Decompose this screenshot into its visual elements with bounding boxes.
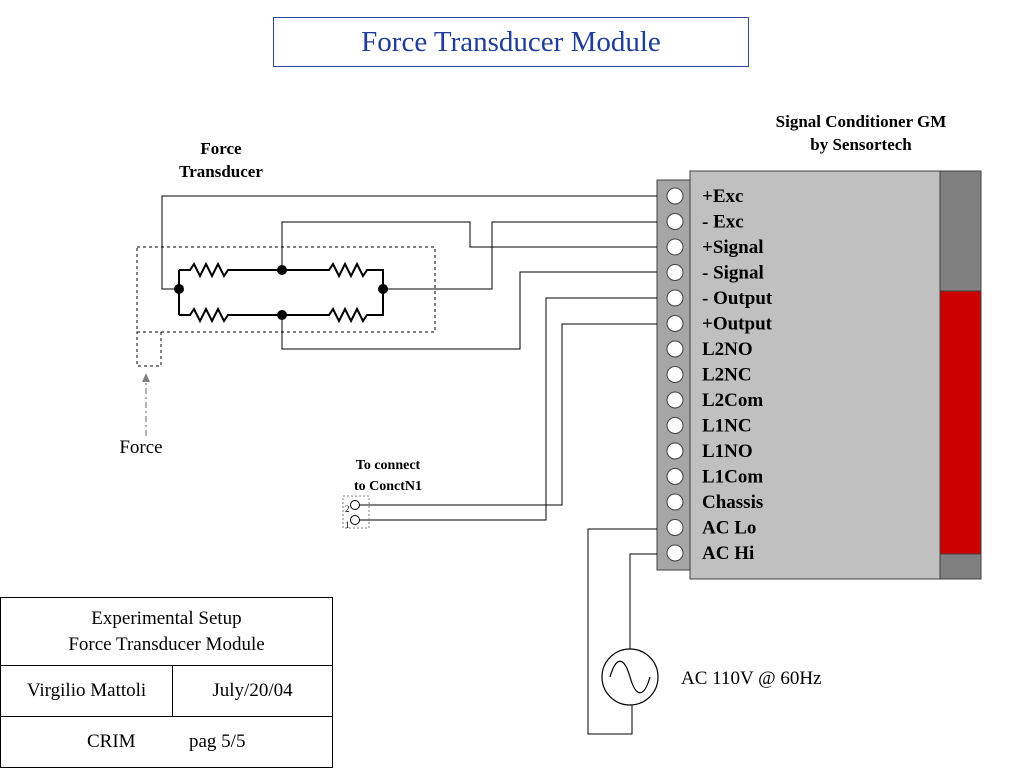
transducer-label-line1: Force — [200, 139, 242, 158]
info-line2: Force Transducer Module — [68, 633, 265, 655]
resistor-top-right — [282, 261, 384, 289]
info-org: CRIM — [87, 731, 136, 752]
info-block-footer-row: CRIM pag 5/5 — [1, 717, 332, 767]
info-block: Experimental Setup Force Transducer Modu… — [0, 597, 333, 768]
force-arrow — [142, 373, 150, 436]
wires — [161, 195, 657, 735]
terminal-screw — [666, 264, 684, 281]
terminal-label: L2NC — [702, 365, 752, 386]
info-date: July/20/04 — [212, 680, 293, 701]
terminal-label: +Output — [702, 314, 773, 335]
terminal-label: +Exc — [702, 186, 743, 207]
transducer-housing — [136, 246, 436, 367]
strain-gauge-bridge — [178, 261, 384, 324]
terminal-screw — [666, 493, 684, 511]
connector-label-line2: to ConctN1 — [354, 479, 422, 494]
connector-label-line1: To connect — [356, 458, 421, 473]
connector-pin-1 — [350, 515, 360, 525]
info-block-title: Experimental Setup Force Transducer Modu… — [1, 598, 332, 666]
info-page: pag 5/5 — [189, 731, 246, 752]
terminal-label: +Signal — [702, 237, 764, 258]
terminal-label: Chassis — [702, 492, 763, 513]
wire-minus-output — [357, 297, 657, 521]
terminal-screw — [666, 544, 684, 562]
terminal-screw — [666, 289, 684, 307]
wire-minus-exc — [281, 221, 657, 270]
connector-conctn1: 2 1 — [342, 495, 370, 530]
resistor-bottom-left — [179, 306, 282, 324]
terminal-screw — [666, 366, 684, 383]
force-label: Force — [119, 437, 162, 458]
conditioner-title-line2: by Sensortech — [810, 135, 912, 154]
wire-plus-signal — [383, 221, 657, 290]
force-pad — [136, 331, 162, 367]
transducer-label-line2: Transducer — [179, 162, 263, 181]
resistor-bottom-right — [282, 289, 384, 324]
wire-minus-signal — [281, 271, 657, 350]
connector-pin-1-label: 1 — [345, 520, 350, 530]
conditioner-title-line1: Signal Conditioner GM — [776, 112, 947, 131]
terminal-label: - Exc — [702, 212, 744, 233]
wire-ac-lo — [587, 528, 657, 735]
info-block-author-row: Virgilio Mattoli July/20/04 — [1, 666, 332, 717]
ac-source — [601, 648, 659, 706]
terminal-screw — [666, 391, 684, 409]
conditioner-side-gray-top — [939, 170, 982, 292]
terminal-screw — [666, 315, 684, 332]
signal-conditioner: +Exc - Exc +Signal - Signal - Output +OutputL… — [656, 170, 982, 580]
terminal-screw — [666, 238, 684, 256]
page-title: Force Transducer Module — [273, 17, 749, 67]
terminal-label: L2NO — [702, 339, 753, 360]
wire-plus-output — [357, 323, 657, 506]
terminal-screw — [666, 213, 684, 230]
info-line1: Experimental Setup — [91, 607, 242, 629]
conditioner-body — [689, 170, 941, 580]
terminal-label: L2Com — [702, 390, 763, 411]
info-author: Virgilio Mattoli — [1, 666, 173, 716]
terminal-screw — [666, 417, 684, 434]
terminal-label: L1NC — [702, 416, 752, 437]
terminal-label: AC Hi — [702, 543, 754, 564]
resistor-top-left — [179, 261, 282, 279]
connector-pin-2 — [350, 500, 360, 510]
conditioner-side-gray-bottom — [939, 553, 982, 580]
connector-pin-2-label: 2 — [345, 504, 350, 514]
ac-source-label: AC 110V @ 60Hz — [681, 668, 821, 689]
terminal-label: L1NO — [702, 441, 753, 462]
terminal-screw — [666, 442, 684, 460]
conditioner-side-red — [939, 290, 982, 555]
terminal-screw — [666, 519, 684, 536]
wire-plus-exc — [161, 195, 657, 290]
terminal-label: - Signal — [702, 263, 764, 284]
wire-ac-hi — [629, 553, 657, 649]
terminal-screw — [666, 468, 684, 485]
terminal-label: AC Lo — [702, 518, 756, 539]
terminal-label: L1Com — [702, 467, 763, 488]
terminal-screw — [666, 187, 684, 205]
terminal-screw — [666, 340, 684, 358]
terminal-label: - Output — [702, 288, 773, 309]
